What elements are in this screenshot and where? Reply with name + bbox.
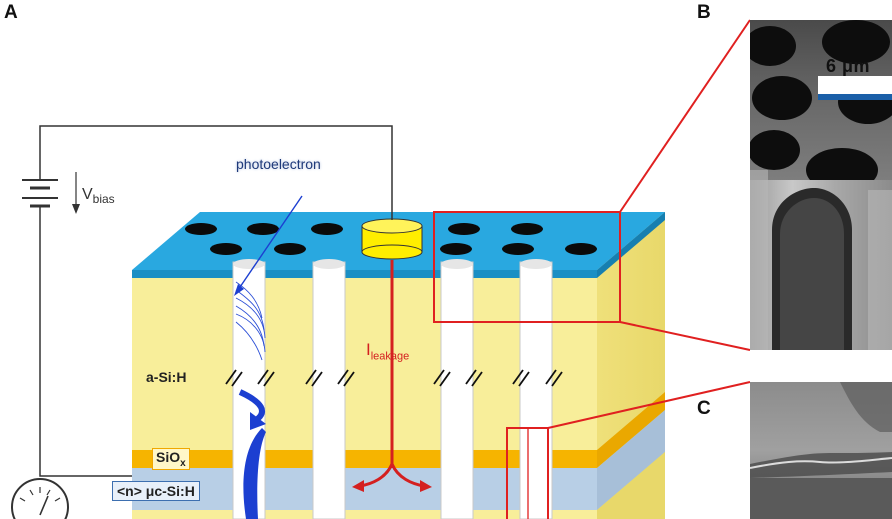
- n-layer-side: [597, 410, 665, 510]
- oxide-layer-side: [597, 392, 665, 468]
- substrate-strip: [132, 510, 597, 519]
- zoom-box-b: [433, 19, 751, 351]
- vbias-label: Vbias: [82, 186, 115, 207]
- photoelectron-pointer: [237, 195, 303, 291]
- surface-holes: [185, 223, 597, 255]
- top-electrode: [361, 218, 423, 260]
- circuit-wires: [39, 125, 393, 477]
- vbias-arrow: [72, 172, 80, 214]
- sio-label: SiOx: [152, 448, 190, 470]
- leakage-arrow: [352, 260, 432, 492]
- battery-symbol: [22, 179, 58, 214]
- panel-label-a: A: [4, 2, 18, 23]
- carrier-arrow-lower: [243, 428, 266, 519]
- carrier-arrow-upper: [238, 389, 265, 423]
- break-marks: [225, 369, 563, 387]
- n-uc-si-h-label: <n> μc-Si:H: [112, 481, 200, 501]
- panel-label-c: C: [697, 398, 711, 419]
- panel-label-b: B: [697, 2, 711, 23]
- a-si-h-label: a-Si:H: [146, 369, 187, 385]
- leakage-current-label: Ileakage: [366, 340, 410, 363]
- sem-image-b: [750, 20, 892, 350]
- photoelectron-label: photoelectron: [236, 156, 321, 172]
- zoom-box-c: [506, 381, 751, 519]
- sem-image-c: [750, 382, 892, 519]
- field-lines: [235, 281, 266, 361]
- scale-bar-label: 6 μm: [826, 56, 871, 76]
- ammeter-symbol: [11, 478, 69, 519]
